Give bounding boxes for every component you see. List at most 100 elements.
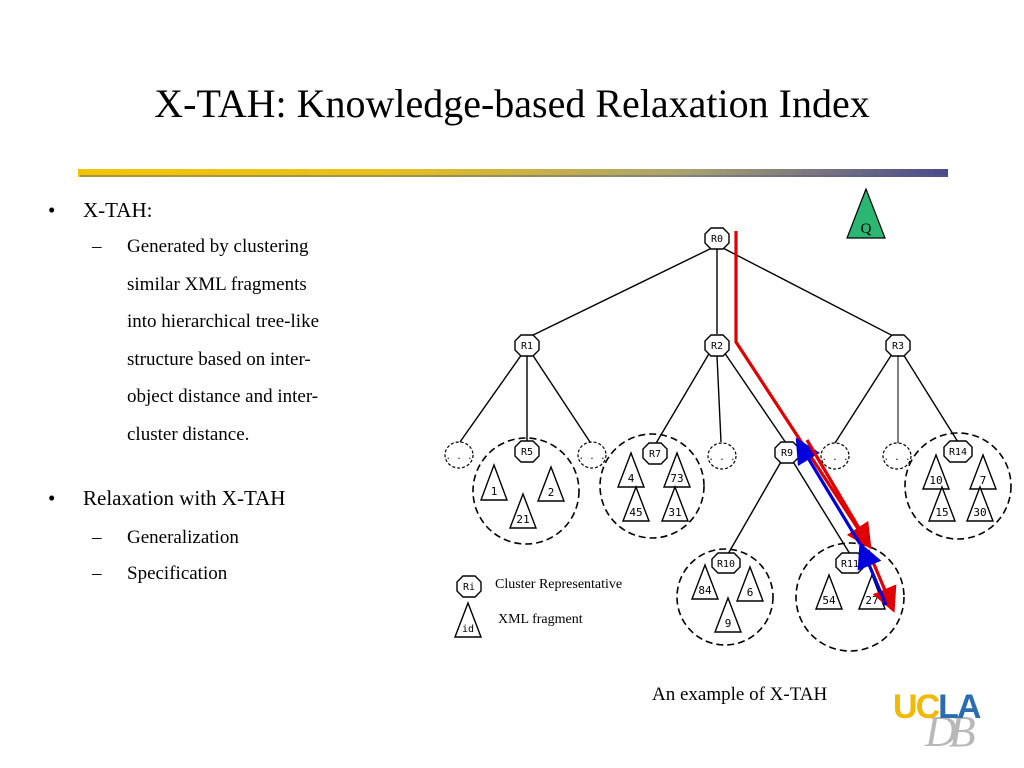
- query-label: Q: [861, 221, 872, 237]
- sub-bullet-marker: –: [92, 236, 102, 257]
- legend-representative-icon: [456, 575, 482, 598]
- node-r5: [514, 440, 540, 463]
- generalization-path-blue: [795, 437, 862, 545]
- legend-fragment-symbol: id: [462, 624, 474, 635]
- title-divider-shadow: [80, 175, 948, 177]
- diagram-caption: An example of X-TAH: [652, 684, 828, 705]
- fragment-label: 31: [668, 506, 681, 519]
- sub-bullet-line: object distance and inter-: [48, 378, 408, 416]
- fragment-label: 84: [698, 584, 712, 597]
- fragment-54: [814, 573, 844, 610]
- cluster-circle-r14: [904, 432, 1012, 540]
- fragment-label: 73: [670, 472, 683, 485]
- sub-bullet-specification: – Specification: [48, 556, 408, 592]
- logo-letter-c: C: [915, 688, 941, 726]
- node-r1: [514, 334, 540, 357]
- elided-node-r1-right: [577, 441, 607, 469]
- logo-letter-u: U: [893, 688, 918, 726]
- sub-bullet-text: Generalization: [127, 527, 239, 548]
- cluster-circle-r7: [599, 433, 705, 539]
- cluster-circle-r10: [676, 548, 774, 646]
- fragment-7: [968, 453, 998, 490]
- bullet-text: X-TAH:: [83, 198, 153, 222]
- fragment-label: 21: [516, 513, 529, 526]
- node-label-r3: R3: [892, 341, 904, 352]
- node-label-r5: R5: [521, 447, 533, 458]
- fragment-2: [536, 465, 566, 502]
- relaxation-paths: [734, 231, 897, 613]
- sub-bullet-generalization: –Generalization: [48, 520, 408, 556]
- elided-label: . . .: [883, 453, 910, 463]
- cluster-circle-r5: [472, 437, 580, 545]
- slide-title: X-TAH: Knowledge-based Relaxation Index: [154, 81, 870, 126]
- sub-bullet-line: – Generated by clustering: [48, 228, 408, 266]
- node-label-r10: R10: [717, 559, 735, 570]
- node-label-r9: R9: [781, 448, 793, 459]
- fragment-triangles: [479, 451, 998, 633]
- bullet-relaxation: • Relaxation with X-TAH: [48, 484, 408, 512]
- specialization-path-red-mid: [805, 439, 868, 541]
- sub-bullet-marker: –: [92, 563, 102, 584]
- elided-node-r2-mid: [707, 442, 737, 470]
- legend-fragment-icon: [453, 601, 483, 638]
- node-label-r7: R7: [649, 449, 661, 460]
- fragment-label: 27: [865, 594, 878, 607]
- node-r3: [885, 334, 911, 357]
- node-label-r1: R1: [521, 341, 533, 352]
- sub-bullet-text: object distance and inter-: [127, 386, 319, 407]
- elided-node-r3-left: [820, 442, 850, 470]
- bullet-list: • X-TAH: – Generated by clustering simila…: [48, 196, 408, 592]
- node-r0: [704, 227, 730, 250]
- fragment-73: [662, 451, 692, 488]
- fragment-6: [735, 565, 765, 602]
- sub-bullet-text: similar XML fragments: [127, 273, 307, 295]
- fragment-labels: 1 2 21 4 73 45 31 84 6 9 54 27 10 7 15 3…: [491, 472, 987, 630]
- query-triangle: [846, 187, 886, 239]
- fragment-4: [616, 451, 646, 488]
- fragment-1: [479, 462, 509, 501]
- sub-bullet-text: Generated by clustering: [127, 236, 309, 257]
- specialization-path-red: [734, 231, 872, 550]
- logo-letters-la: LA: [938, 688, 981, 726]
- ucla-db-logo: DB UCLA: [893, 688, 1008, 756]
- sub-bullet-text: cluster distance.: [127, 423, 250, 445]
- logo-ucla-text: UCLA: [893, 688, 981, 727]
- fragment-9: [713, 596, 743, 633]
- elided-labels: . . . . . . . . . . . . . . .: [445, 452, 910, 463]
- fragment-label: 10: [929, 474, 942, 487]
- bullet-marker: •: [48, 486, 56, 510]
- fragment-label: 15: [935, 506, 948, 519]
- sub-bullet-line: similar XML fragments: [48, 266, 408, 304]
- node-label-r0: R0: [711, 234, 723, 245]
- fragment-30: [965, 485, 995, 522]
- representative-nodes: [514, 227, 973, 574]
- fragment-label: 30: [973, 506, 986, 519]
- elided-label: . . .: [578, 452, 605, 462]
- fragment-label: 1: [491, 485, 498, 498]
- bullet-marker: •: [48, 198, 56, 222]
- tree-edges: [459, 245, 959, 555]
- node-label-r14: R14: [949, 447, 967, 458]
- bullet-xtah: • X-TAH:: [48, 196, 408, 224]
- legend-representative-label: Cluster Representative: [495, 577, 623, 592]
- elided-label: . . .: [821, 453, 848, 463]
- fragment-21: [508, 492, 538, 529]
- elided-label: . . .: [708, 453, 735, 463]
- node-r14: [943, 440, 973, 463]
- node-r10: [711, 552, 741, 574]
- sub-bullet-line: into hierarchical tree-like: [48, 303, 408, 341]
- generalization-path-blue-tail: [857, 542, 888, 606]
- logo-db-text: DB: [925, 707, 976, 756]
- fragment-45: [621, 485, 651, 522]
- elided-node-r1-left: [444, 441, 474, 469]
- fragment-label: 9: [725, 617, 732, 630]
- representative-labels: R0 R1 R2 R3 R5 R7 R9 R10 R11 R14: [521, 234, 967, 570]
- node-label-r11: R11: [841, 559, 859, 570]
- sub-bullet-text: Specification: [127, 563, 228, 584]
- node-r9: [774, 441, 800, 464]
- fragment-label: 6: [747, 586, 754, 599]
- fragment-31: [660, 485, 690, 522]
- node-label-r2: R2: [711, 341, 723, 352]
- sub-bullet-line: structure based on inter-: [48, 341, 408, 379]
- sub-bullet-text: into hierarchical tree-like: [127, 311, 320, 332]
